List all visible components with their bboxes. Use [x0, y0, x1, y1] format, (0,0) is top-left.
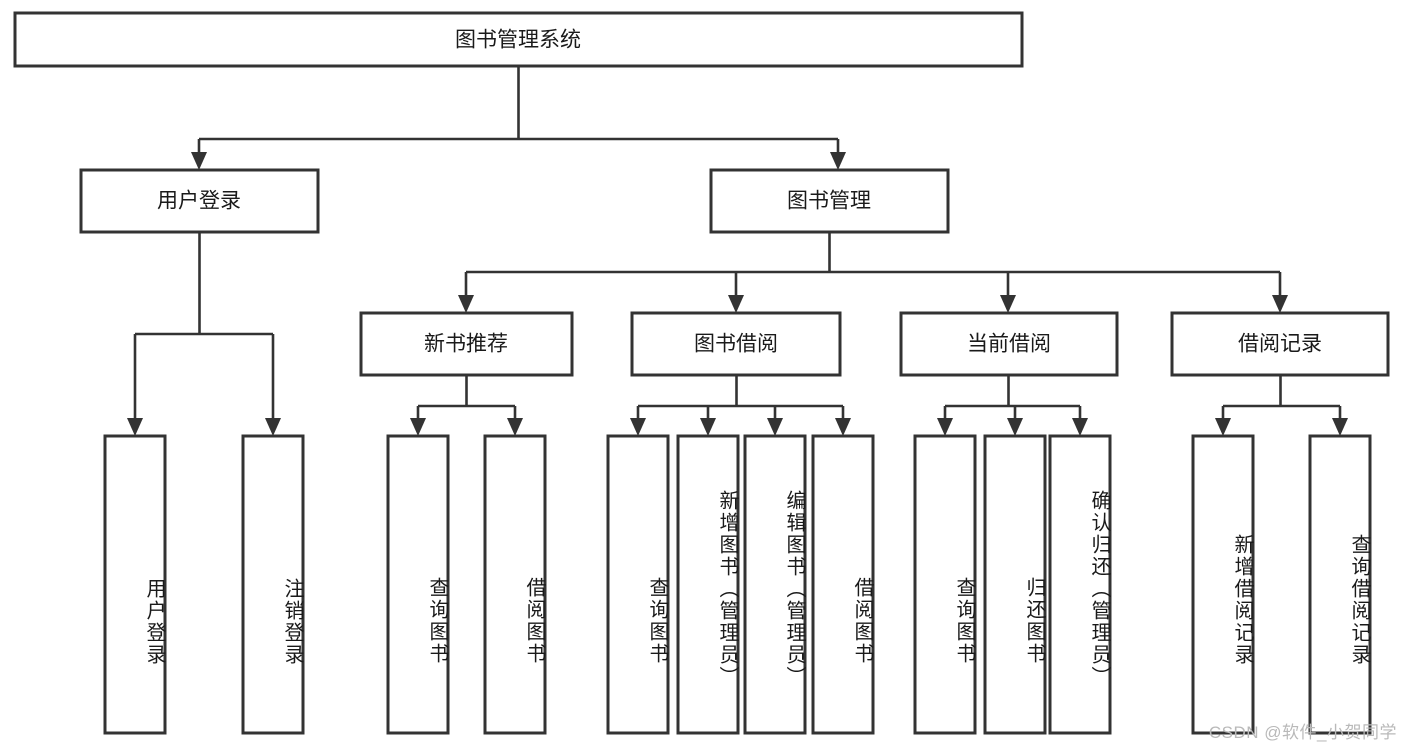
- leaf-boxes: [103, 434, 1372, 735]
- connector-group-book-manage: [458, 232, 1288, 313]
- arrowhead-leaf-query-record: [1332, 418, 1348, 436]
- leaf-box-user-login[interactable]: [103, 434, 167, 735]
- connector-group-borrow-record: [1215, 375, 1348, 436]
- node-book-borrow-label: 图书借阅: [694, 333, 778, 356]
- arrowhead-leaf-borrow-book: [835, 418, 851, 436]
- leaf-box-borrow-book-rec[interactable]: [483, 434, 547, 735]
- connector-group-current-borrow: [937, 375, 1088, 436]
- connector-group-new-book-rec: [410, 375, 523, 436]
- arrowhead-user-login: [191, 152, 207, 170]
- arrowhead-leaf-add-record: [1215, 418, 1231, 436]
- node-current-borrow-box[interactable]: [899, 311, 1119, 377]
- node-user-login[interactable]: 用户登录: [79, 168, 320, 234]
- leaf-box-query-record[interactable]: [1308, 434, 1372, 735]
- arrowhead-leaf-user-login: [127, 418, 143, 436]
- node-borrow-record-label: 借阅记录: [1238, 333, 1322, 356]
- node-borrow-record-box[interactable]: [1170, 311, 1390, 377]
- node-book-manage[interactable]: 图书管理: [709, 168, 950, 234]
- node-book-manage-label: 图书管理: [787, 190, 871, 213]
- leaf-box-return-book[interactable]: [983, 434, 1047, 735]
- leaf-box-logout[interactable]: [241, 434, 305, 735]
- arrowhead-leaf-edit-book: [767, 418, 783, 436]
- leaf-box-query-book-borrow[interactable]: [606, 434, 670, 735]
- leaf-box-confirm-return[interactable]: [1048, 434, 1112, 735]
- arrowhead-book-borrow: [728, 295, 744, 313]
- connector-group-user-login: [127, 232, 281, 436]
- arrowhead-leaf-confirm-return: [1072, 418, 1088, 436]
- node-new-book-rec-box[interactable]: [359, 311, 574, 377]
- node-new-book-rec[interactable]: 新书推荐: [359, 311, 574, 377]
- arrowhead-leaf-query-book-rec: [410, 418, 426, 436]
- leaf-box-add-book[interactable]: [676, 434, 740, 735]
- arrowhead-current-borrow: [1000, 295, 1016, 313]
- node-current-borrow[interactable]: 当前借阅: [899, 311, 1119, 377]
- csdn-watermark: CSDN @软件_小贺同学: [1208, 723, 1397, 742]
- node-borrow-record[interactable]: 借阅记录: [1170, 311, 1390, 377]
- arrowhead-borrow-record: [1272, 295, 1288, 313]
- arrowhead-leaf-query-book-current: [937, 418, 953, 436]
- leaf-box-edit-book[interactable]: [743, 434, 807, 735]
- node-book-manage-box[interactable]: [709, 168, 950, 234]
- node-user-login-box[interactable]: [79, 168, 320, 234]
- leaf-box-add-record[interactable]: [1191, 434, 1255, 735]
- arrowhead-leaf-query-book-borrow: [630, 418, 646, 436]
- node-root[interactable]: 图书管理系统: [13, 11, 1024, 68]
- node-book-borrow[interactable]: 图书借阅: [630, 311, 842, 377]
- arrowhead-new-book-rec: [458, 295, 474, 313]
- leaf-box-query-book-rec[interactable]: [386, 434, 450, 735]
- connector-group-root: [191, 66, 846, 170]
- leaf-box-borrow-book[interactable]: [811, 434, 875, 735]
- arrowhead-leaf-logout: [265, 418, 281, 436]
- node-root-box[interactable]: [13, 11, 1024, 68]
- arrowhead-leaf-return-book: [1007, 418, 1023, 436]
- arrowhead-leaf-add-book: [700, 418, 716, 436]
- arrowhead-leaf-borrow-book-rec: [507, 418, 523, 436]
- node-root-label: 图书管理系统: [455, 29, 581, 52]
- arrowhead-book-manage: [830, 152, 846, 170]
- connector-group-book-borrow: [630, 375, 851, 436]
- node-new-book-rec-label: 新书推荐: [424, 333, 508, 356]
- node-user-login-label: 用户登录: [157, 190, 241, 213]
- node-current-borrow-label: 当前借阅: [967, 333, 1051, 356]
- node-book-borrow-box[interactable]: [630, 311, 842, 377]
- leaf-box-query-book-current[interactable]: [913, 434, 977, 735]
